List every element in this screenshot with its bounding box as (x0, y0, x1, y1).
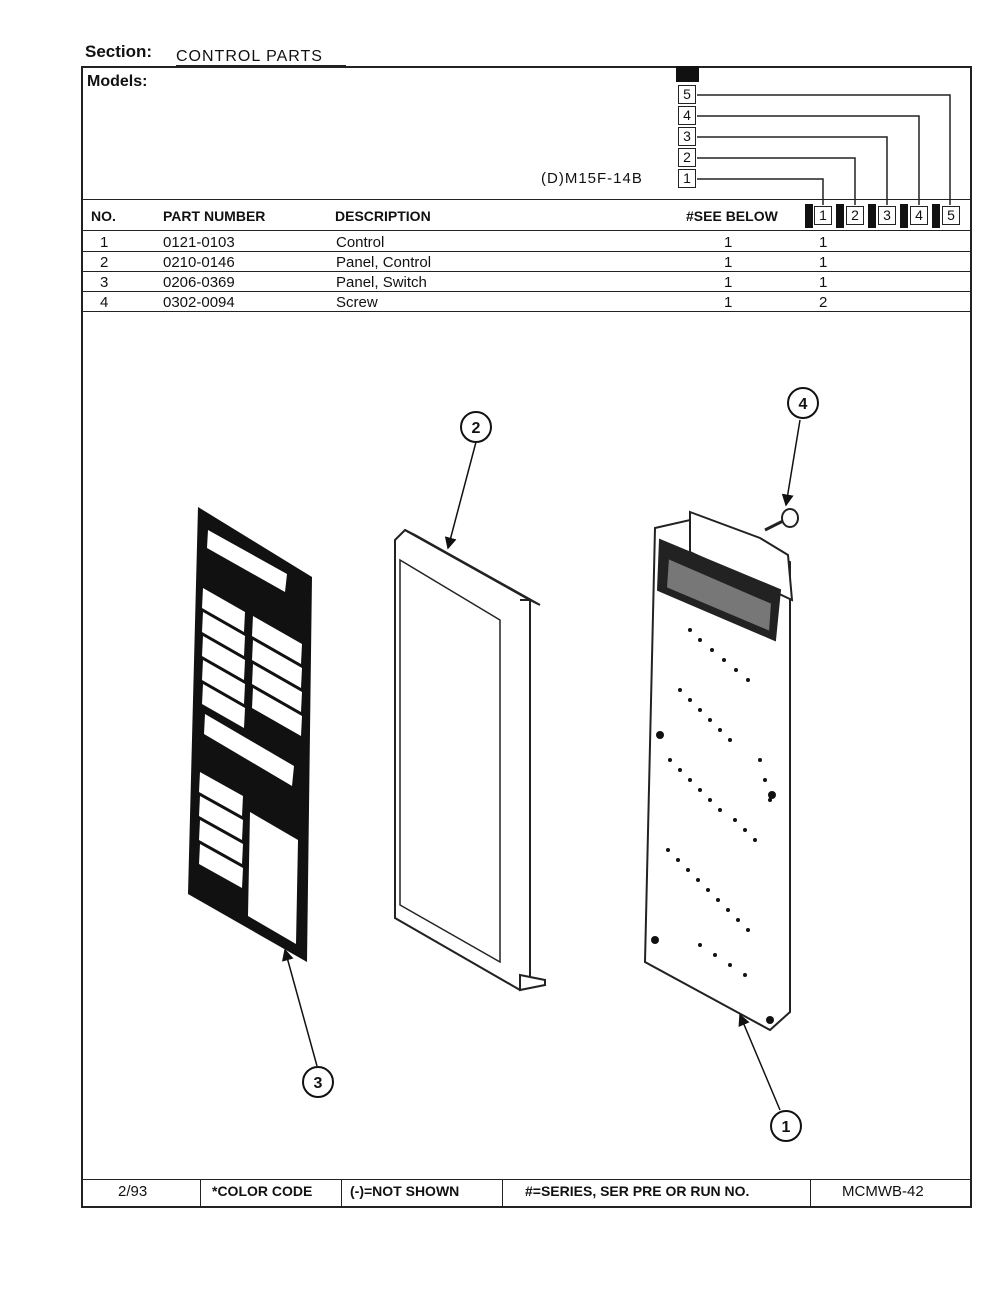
model-box-1: 1 (678, 169, 696, 188)
row-quantity: 1 (819, 254, 828, 271)
row-part-number: 0206-0369 (163, 274, 235, 291)
row-see-below: 1 (724, 294, 733, 311)
exploded-parts-drawing: 2 4 3 1 (188, 387, 819, 1142)
model-box-4: 4 (678, 106, 696, 125)
callout-circle-1 (770, 1110, 802, 1142)
col-header-part-number: PART NUMBER (163, 208, 266, 224)
control-board-drawing (643, 508, 799, 1032)
model-col-1: 1 (814, 206, 832, 225)
model-col-5: 5 (942, 206, 960, 225)
row-quantity: 1 (819, 274, 828, 291)
model-box-3: 3 (678, 127, 696, 146)
callout-circle-2 (460, 411, 492, 443)
row-quantity: 1 (819, 234, 828, 251)
col-header-description: DESCRIPTION (335, 208, 431, 224)
row-no: 1 (100, 234, 109, 251)
callout-3: 3 (314, 1075, 323, 1092)
row-no: 2 (100, 254, 109, 271)
section-underline (176, 65, 346, 66)
model-box-2: 2 (678, 148, 696, 167)
footer-series-note: #=SERIES, SER PRE OR RUN NO. (525, 1183, 750, 1199)
row-see-below: 1 (724, 254, 733, 271)
section-value: CONTROL PARTS (176, 48, 323, 65)
model-col-4: 4 (910, 206, 928, 225)
callout-4: 4 (799, 396, 808, 413)
row-rule (81, 251, 972, 252)
footer-color-code: *COLOR CODE (212, 1183, 313, 1199)
header-top-rule (81, 199, 972, 200)
row-quantity: 2 (819, 294, 828, 311)
models-label: Models: (87, 73, 148, 90)
row-see-below: 1 (724, 234, 733, 251)
row-part-number: 0302-0094 (163, 294, 235, 311)
row-rule (81, 311, 972, 312)
footer-document-number: MCMWB-42 (842, 1183, 924, 1200)
row-description: Panel, Switch (336, 274, 427, 291)
row-no: 3 (100, 274, 109, 291)
callout-circle-4 (787, 387, 819, 419)
model-leader-lines (697, 94, 951, 205)
callout-1: 1 (782, 1119, 791, 1136)
model-box-5: 5 (678, 85, 696, 104)
row-rule (81, 291, 972, 292)
row-see-below: 1 (724, 274, 733, 291)
row-description: Panel, Control (336, 254, 432, 271)
callout-2: 2 (472, 420, 481, 437)
parts-sheet-frame (81, 66, 972, 1208)
model-col-2: 2 (846, 206, 864, 225)
row-rule (81, 271, 972, 272)
model-name: (D)M15F-14B (541, 170, 643, 187)
row-description: Screw (336, 294, 378, 311)
footer-date: 2/93 (118, 1183, 148, 1200)
callout-circle-3 (302, 1066, 334, 1098)
control-panel-frame-drawing (394, 528, 546, 992)
col-header-see-below: #SEE BELOW (686, 208, 778, 224)
col-header-no: NO. (91, 208, 116, 224)
header-bottom-rule (81, 230, 972, 231)
row-part-number: 0121-0103 (163, 234, 235, 251)
footer-top-rule (81, 1179, 972, 1180)
switch-panel-drawing (188, 507, 312, 962)
model-col-3: 3 (878, 206, 896, 225)
row-description: Control (336, 234, 385, 251)
section-label: Section: (85, 42, 153, 61)
screw-drawing (764, 508, 799, 532)
footer-not-shown: (-)=NOT SHOWN (350, 1183, 460, 1199)
row-part-number: 0210-0146 (163, 254, 235, 271)
row-no: 4 (100, 294, 109, 311)
